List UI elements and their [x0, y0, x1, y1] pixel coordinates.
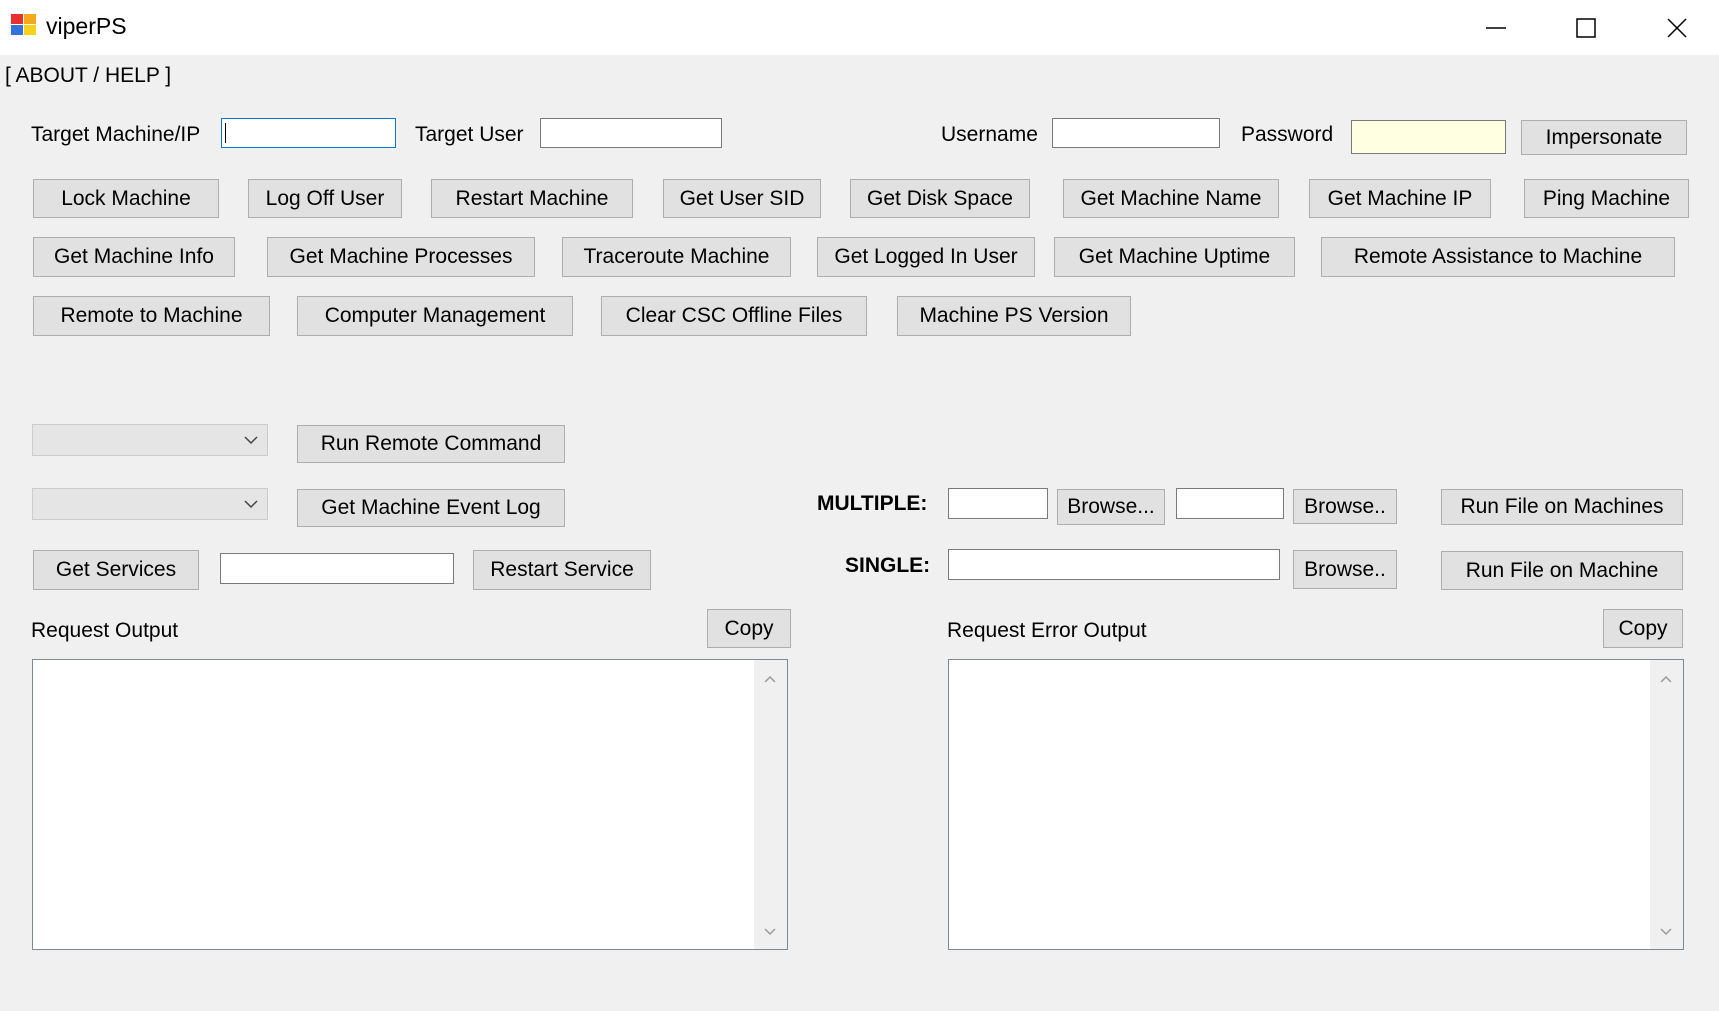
clear-csc-offline-files-button[interactable]: Clear CSC Offline Files — [601, 296, 867, 336]
get-logged-in-user-button[interactable]: Get Logged In User — [817, 237, 1035, 277]
scroll-down-icon[interactable] — [1659, 927, 1673, 937]
computer-management-button[interactable]: Computer Management — [297, 296, 573, 336]
username-label: Username — [941, 123, 1038, 146]
vertical-scrollbar[interactable] — [754, 660, 787, 949]
copy-error-output-button[interactable]: Copy — [1603, 609, 1683, 648]
target-machine-label: Target Machine/IP — [31, 123, 201, 146]
run-file-on-machine-button[interactable]: Run File on Machine — [1441, 551, 1683, 590]
service-name-input[interactable] — [220, 553, 454, 584]
target-user-label: Target User — [415, 123, 524, 146]
get-machine-uptime-button[interactable]: Get Machine Uptime — [1054, 237, 1295, 277]
event-log-combobox[interactable] — [32, 488, 268, 520]
request-output-label: Request Output — [31, 619, 179, 642]
impersonate-button[interactable]: Impersonate — [1521, 120, 1687, 155]
request-error-output-label: Request Error Output — [947, 619, 1147, 642]
scroll-up-icon[interactable] — [763, 674, 777, 684]
run-remote-command-button[interactable]: Run Remote Command — [297, 425, 565, 463]
browse-single-file-button[interactable]: Browse.. — [1293, 550, 1397, 589]
request-error-output-textarea[interactable] — [948, 659, 1684, 950]
get-services-button[interactable]: Get Services — [33, 550, 199, 590]
run-file-on-machines-button[interactable]: Run File on Machines — [1441, 489, 1683, 525]
username-input[interactable] — [1052, 118, 1220, 148]
single-label: SINGLE: — [845, 554, 931, 577]
remote-assistance-button[interactable]: Remote Assistance to Machine — [1321, 237, 1675, 277]
get-machine-ip-button[interactable]: Get Machine IP — [1309, 179, 1491, 218]
get-machine-processes-button[interactable]: Get Machine Processes — [267, 237, 535, 277]
windows-logo-icon — [10, 12, 38, 38]
machine-ps-version-button[interactable]: Machine PS Version — [897, 296, 1131, 336]
scroll-up-icon[interactable] — [1659, 674, 1673, 684]
target-machine-input[interactable] — [221, 118, 396, 148]
get-disk-space-button[interactable]: Get Disk Space — [850, 179, 1030, 218]
title-bar — [0, 0, 1719, 55]
get-machine-event-log-button[interactable]: Get Machine Event Log — [297, 489, 565, 527]
close-icon — [1667, 17, 1687, 38]
get-machine-info-button[interactable]: Get Machine Info — [33, 237, 235, 277]
get-machine-name-button[interactable]: Get Machine Name — [1063, 179, 1279, 218]
minimize-button[interactable] — [1454, 0, 1538, 55]
multiple-file-input[interactable] — [948, 488, 1048, 519]
restart-service-button[interactable]: Restart Service — [473, 550, 651, 590]
ping-machine-button[interactable]: Ping Machine — [1524, 179, 1689, 218]
vertical-scrollbar[interactable] — [1650, 660, 1683, 949]
remote-to-machine-button[interactable]: Remote to Machine — [33, 296, 270, 336]
password-input[interactable] — [1351, 120, 1506, 154]
password-label: Password — [1241, 123, 1334, 146]
scroll-down-icon[interactable] — [763, 927, 777, 937]
multiple-machines-input[interactable] — [1176, 488, 1284, 519]
log-off-user-button[interactable]: Log Off User — [248, 179, 402, 218]
chevron-down-icon — [244, 436, 258, 445]
target-user-input[interactable] — [540, 118, 722, 148]
window-title: viperPS — [46, 13, 127, 39]
browse-machines-list-button[interactable]: Browse.. — [1293, 489, 1397, 524]
close-button[interactable] — [1635, 0, 1719, 55]
remote-command-combobox[interactable] — [32, 424, 268, 456]
single-file-input[interactable] — [948, 549, 1280, 580]
copy-request-output-button[interactable]: Copy — [707, 609, 791, 648]
get-user-sid-button[interactable]: Get User SID — [663, 179, 821, 218]
maximize-icon — [1576, 17, 1596, 38]
multiple-label: MULTIPLE: — [817, 492, 928, 515]
maximize-button[interactable] — [1544, 0, 1628, 55]
traceroute-machine-button[interactable]: Traceroute Machine — [562, 237, 791, 277]
lock-machine-button[interactable]: Lock Machine — [33, 179, 219, 218]
chevron-down-icon — [244, 500, 258, 509]
request-output-textarea[interactable] — [32, 659, 788, 950]
minimize-icon — [1486, 26, 1506, 29]
about-help-menu[interactable]: [ ABOUT / HELP ] — [5, 64, 172, 87]
restart-machine-button[interactable]: Restart Machine — [431, 179, 633, 218]
browse-multiple-file-button[interactable]: Browse... — [1057, 489, 1165, 525]
text-caret — [225, 123, 226, 143]
